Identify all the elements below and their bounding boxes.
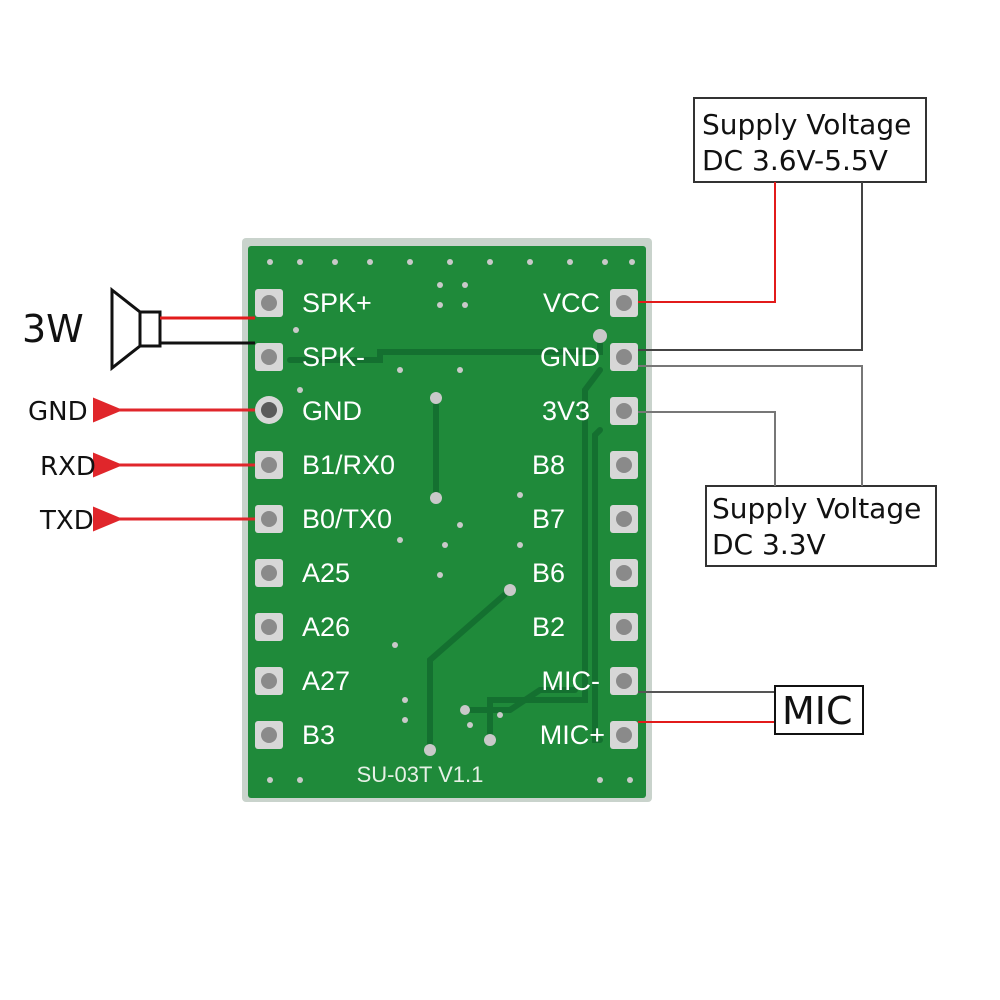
3v3-wire: [638, 411, 776, 486]
module-model-label: SU-03T V1.1: [357, 762, 484, 787]
supply-3v3-box: [705, 485, 937, 567]
gnd-label: GND: [28, 397, 88, 427]
speaker-magnet: [138, 310, 162, 348]
gnd-main-wire: [638, 182, 863, 351]
mic-box: [774, 685, 864, 735]
pin-label-b0-tx0: B0/TX0: [302, 504, 392, 534]
supply-3v3: Supply Voltage DC 3.3V: [638, 365, 937, 567]
pin-label-b8: B8: [532, 450, 565, 480]
speaker-power-label: 3W: [22, 307, 84, 351]
pin-label-b6: B6: [532, 558, 565, 588]
pin-label-spk-plus: SPK+: [302, 288, 372, 318]
pin-label-spk-minus: SPK-: [302, 342, 365, 372]
pin-label-mic-minus: MIC-: [542, 666, 600, 696]
pin-label-a26: A26: [302, 612, 350, 642]
pin-label-mic-plus: MIC+: [540, 720, 605, 750]
serial-connections: GND RXD TXD: [28, 397, 255, 536]
pin-label-b3: B3: [302, 720, 335, 750]
supply-3v3-line2: DC 3.3V: [712, 528, 826, 561]
rxd-label: RXD: [40, 452, 96, 482]
pcb-surface: [248, 246, 646, 798]
supply-main-box: [693, 97, 927, 183]
pin-label-b2: B2: [532, 612, 565, 642]
speaker: 3W: [22, 286, 255, 372]
pin-label-b7: B7: [532, 504, 565, 534]
pin-label-gnd-left: GND: [302, 396, 362, 426]
vcc-wire: [638, 182, 776, 303]
speaker-icon: [110, 286, 142, 372]
right-pads: [610, 289, 638, 749]
left-pin-labels: SPK+ SPK- GND B1/RX0 B0/TX0 A25 A26 A27 …: [302, 288, 395, 750]
pin-label-a25: A25: [302, 558, 350, 588]
mic: MIC: [638, 685, 864, 735]
right-pin-labels: VCC GND 3V3 B8 B7 B6 B2 MIC- MIC+: [532, 288, 605, 750]
supply-main-line1: Supply Voltage: [702, 108, 911, 141]
pin-label-vcc: VCC: [543, 288, 600, 318]
left-pads: [255, 289, 283, 749]
pin-label-b1-rx0: B1/RX0: [302, 450, 395, 480]
pcb-traces: [287, 332, 603, 753]
gnd-3v3-wire: [638, 365, 863, 486]
pin-label-3v3: 3V3: [542, 396, 590, 426]
supply-main-line2: DC 3.6V-5.5V: [702, 144, 888, 177]
pin-label-a27: A27: [302, 666, 350, 696]
supply-main: Supply Voltage DC 3.6V-5.5V: [638, 97, 927, 351]
mic-label: MIC: [782, 689, 853, 733]
txd-label: TXD: [39, 506, 94, 536]
supply-3v3-line1: Supply Voltage: [712, 492, 921, 525]
pcb-module: SPK+ SPK- GND B1/RX0 B0/TX0 A25 A26 A27 …: [242, 238, 652, 802]
pin-label-gnd-right: GND: [540, 342, 600, 372]
pcb-vias: [267, 259, 635, 783]
